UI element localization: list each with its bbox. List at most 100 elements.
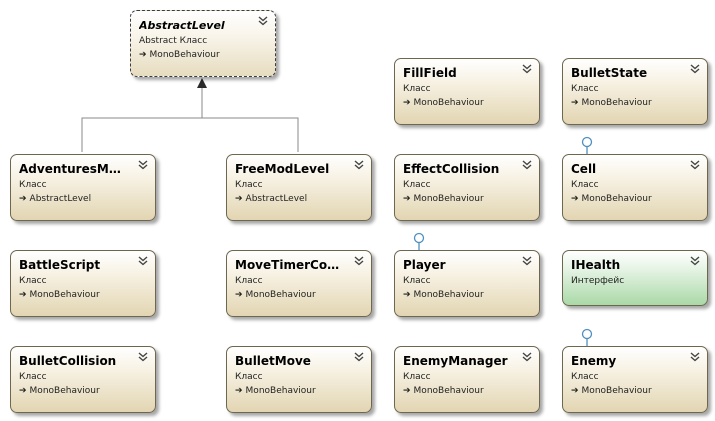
double-chevron-down-icon[interactable] — [689, 255, 701, 267]
right-arrow-icon: ➔ — [139, 50, 147, 60]
class-name: FreeModLevel — [235, 162, 330, 176]
right-arrow-icon: ➔ — [403, 98, 411, 108]
class-base: ➔MonoBehaviour — [403, 98, 531, 109]
class-base: ➔MonoBehaviour — [403, 194, 531, 205]
inheritance-arrowhead — [197, 78, 207, 88]
class-kind: Класс — [403, 276, 431, 286]
double-chevron-down-icon[interactable] — [353, 351, 365, 363]
class-name: AbstractLevel — [139, 19, 225, 32]
class-base: ➔AbstractLevel — [235, 194, 363, 205]
double-chevron-down-icon[interactable] — [521, 351, 533, 363]
double-chevron-down-icon[interactable] — [137, 255, 149, 267]
interface-name: IHealth — [571, 258, 621, 272]
class-shape-battle-script[interactable]: BattleScript Класс ➔MonoBehaviour — [10, 250, 156, 317]
right-arrow-icon: ➔ — [235, 290, 243, 300]
enemy-lollipop-circle — [581, 328, 593, 340]
right-arrow-icon: ➔ — [403, 386, 411, 396]
double-chevron-down-icon[interactable] — [521, 63, 533, 75]
inheritance-line-adventures — [81, 88, 203, 152]
class-name: AdventuresMod... — [19, 162, 125, 176]
interface-shape-ihealth[interactable]: IHealth Интерфейс — [562, 250, 708, 306]
right-arrow-icon: ➔ — [571, 194, 579, 204]
class-base: ➔MonoBehaviour — [19, 290, 147, 301]
double-chevron-down-icon[interactable] — [137, 159, 149, 171]
class-name: Cell — [571, 162, 597, 176]
class-shape-cell[interactable]: Cell Класс ➔MonoBehaviour — [562, 154, 708, 221]
class-shape-abstract-level[interactable]: AbstractLevel Abstract Класс ➔MonoBehavi… — [130, 10, 276, 77]
class-name: Enemy — [571, 354, 617, 368]
class-shape-enemy-manager[interactable]: EnemyManager Класс ➔MonoBehaviour — [394, 346, 540, 413]
base-type-label: MonoBehaviour — [245, 386, 316, 396]
class-shape-bullet-state[interactable]: BulletState Класс ➔MonoBehaviour — [562, 58, 708, 125]
class-name: BattleScript — [19, 258, 101, 272]
double-chevron-down-icon[interactable] — [257, 15, 269, 27]
double-chevron-down-icon[interactable] — [137, 351, 149, 363]
class-base: ➔MonoBehaviour — [403, 290, 531, 301]
base-type-label: MonoBehaviour — [581, 194, 652, 204]
class-kind: Класс — [19, 276, 47, 286]
class-base: ➔MonoBehaviour — [571, 98, 699, 109]
class-kind: Класс — [235, 372, 263, 382]
inheritance-line-freemod — [202, 117, 299, 152]
class-kind: Класс — [235, 276, 263, 286]
class-shape-player[interactable]: Player Класс ➔MonoBehaviour — [394, 250, 540, 317]
base-type-label: MonoBehaviour — [581, 98, 652, 108]
cell-lollipop-circle — [581, 136, 593, 148]
class-base: ➔MonoBehaviour — [235, 290, 363, 301]
double-chevron-down-icon[interactable] — [521, 159, 533, 171]
class-base: ➔MonoBehaviour — [235, 386, 363, 397]
class-kind: Класс — [571, 84, 599, 94]
class-shape-fill-field[interactable]: FillField Класс ➔MonoBehaviour — [394, 58, 540, 125]
class-base: ➔MonoBehaviour — [571, 194, 699, 205]
class-kind: Abstract Класс — [139, 36, 208, 46]
double-chevron-down-icon[interactable] — [689, 159, 701, 171]
class-kind: Класс — [571, 372, 599, 382]
right-arrow-icon: ➔ — [235, 194, 243, 204]
class-shape-bullet-collision[interactable]: BulletCollision Класс ➔MonoBehaviour — [10, 346, 156, 413]
class-name: BulletState — [571, 66, 648, 80]
class-base: ➔MonoBehaviour — [571, 386, 699, 397]
right-arrow-icon: ➔ — [235, 386, 243, 396]
double-chevron-down-icon[interactable] — [353, 159, 365, 171]
right-arrow-icon: ➔ — [19, 194, 27, 204]
class-name: BulletCollision — [19, 354, 117, 368]
class-base: ➔MonoBehaviour — [19, 386, 147, 397]
class-shape-enemy[interactable]: Enemy Класс ➔MonoBehaviour — [562, 346, 708, 413]
interface-kind: Интерфейс — [571, 276, 625, 286]
base-type-label: MonoBehaviour — [29, 386, 100, 396]
base-type-label: MonoBehaviour — [149, 50, 220, 60]
double-chevron-down-icon[interactable] — [689, 351, 701, 363]
class-shape-adventures-mod[interactable]: AdventuresMod... Класс ➔AbstractLevel — [10, 154, 156, 221]
class-kind: Класс — [19, 180, 47, 190]
class-shape-bullet-move[interactable]: BulletMove Класс ➔MonoBehaviour — [226, 346, 372, 413]
class-kind: Класс — [19, 372, 47, 382]
double-chevron-down-icon[interactable] — [353, 255, 365, 267]
right-arrow-icon: ➔ — [19, 386, 27, 396]
class-base: ➔MonoBehaviour — [403, 386, 531, 397]
class-name: EnemyManager — [403, 354, 508, 368]
right-arrow-icon: ➔ — [571, 386, 579, 396]
base-type-label: MonoBehaviour — [413, 98, 484, 108]
right-arrow-icon: ➔ — [571, 98, 579, 108]
double-chevron-down-icon[interactable] — [689, 63, 701, 75]
base-type-label: MonoBehaviour — [413, 194, 484, 204]
base-type-label: MonoBehaviour — [29, 290, 100, 300]
class-kind: Класс — [571, 180, 599, 190]
base-type-label: MonoBehaviour — [413, 386, 484, 396]
class-shape-free-mod-level[interactable]: FreeModLevel Класс ➔AbstractLevel — [226, 154, 372, 221]
player-lollipop-circle — [413, 232, 425, 244]
class-shape-effect-collision[interactable]: EffectCollision Класс ➔MonoBehaviour — [394, 154, 540, 221]
base-type-label: MonoBehaviour — [581, 386, 652, 396]
base-type-label: MonoBehaviour — [413, 290, 484, 300]
right-arrow-icon: ➔ — [403, 290, 411, 300]
class-shape-move-timer-cont[interactable]: MoveTimerCont... Класс ➔MonoBehaviour — [226, 250, 372, 317]
double-chevron-down-icon[interactable] — [521, 255, 533, 267]
class-name: MoveTimerCont... — [235, 258, 341, 272]
class-name: BulletMove — [235, 354, 311, 368]
class-base: ➔MonoBehaviour — [139, 50, 267, 61]
class-name: Player — [403, 258, 446, 272]
base-type-label: AbstractLevel — [29, 194, 92, 204]
class-base: ➔AbstractLevel — [19, 194, 147, 205]
base-type-label: MonoBehaviour — [245, 290, 316, 300]
